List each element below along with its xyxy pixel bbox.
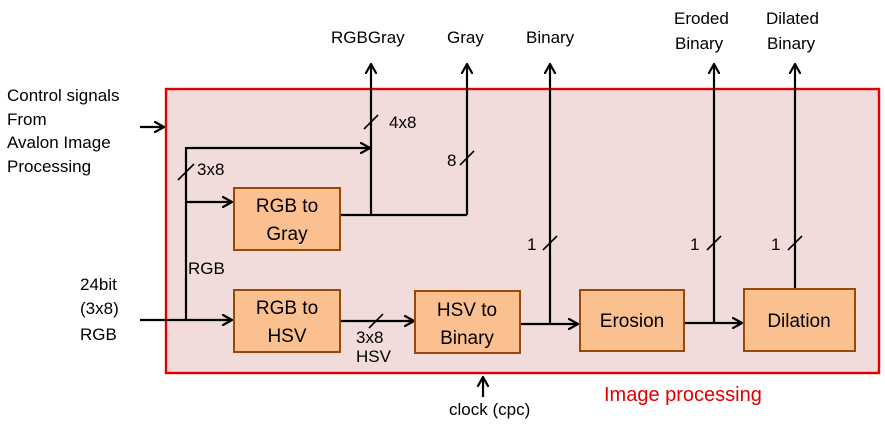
tick-8 xyxy=(459,150,475,166)
hsv-to-binary-block: HSV to Binary xyxy=(414,290,521,354)
rgb-to-hsv-label-1: RGB to xyxy=(256,298,318,319)
eroded-output-label-2: Binary xyxy=(675,34,724,53)
erosion-block: Erosion xyxy=(579,289,685,352)
rgb-input-label: 24bit (3x8) RGB xyxy=(80,275,119,344)
hsv-to-binary-label-1: HSV to xyxy=(437,300,497,321)
binary-output-label: Binary xyxy=(526,28,575,47)
rgb-input-label-2: (3x8) xyxy=(80,299,119,318)
bus-label-3x8-hsv-1: 3x8 xyxy=(356,328,383,347)
rgb-to-hsv-label-2: HSV xyxy=(267,326,306,347)
bus-label-binary-1: 1 xyxy=(527,235,536,254)
bus-label-4x8: 4x8 xyxy=(389,113,416,132)
bus-label-dilated-1: 1 xyxy=(771,235,780,254)
bus-label-3x8-hsv-2: HSV xyxy=(356,347,392,366)
rgb-to-gray-block: RGB to Gray xyxy=(233,187,341,251)
tick-3x8 xyxy=(177,163,195,181)
tick-4x8 xyxy=(363,114,379,130)
bus-label-8: 8 xyxy=(447,151,456,170)
rgbgray-output-label: RGBGray xyxy=(331,28,405,47)
control-label-4: Processing xyxy=(7,157,91,176)
bus-label-rgb: RGB xyxy=(188,259,225,278)
rgb-to-gray-label-1: RGB to xyxy=(256,196,318,217)
clock-label: clock (cpc) xyxy=(449,400,530,419)
rgb-input-label-1: 24bit xyxy=(80,275,117,294)
rgb-to-hsv-block: RGB to HSV xyxy=(233,289,341,353)
tick-dilated xyxy=(787,235,803,251)
dilated-output-label-2: Binary xyxy=(767,34,816,53)
bus-label-3x8: 3x8 xyxy=(197,160,224,179)
tick-hsv xyxy=(368,313,384,329)
tick-binary xyxy=(542,235,558,251)
rgb-to-gray-label-2: Gray xyxy=(266,224,308,245)
control-label-2: From xyxy=(7,110,47,129)
dilation-block: Dilation xyxy=(743,288,856,352)
dilated-output-label-1: Dilated xyxy=(766,9,819,28)
tick-eroded xyxy=(706,235,722,251)
hsv-to-binary-label-2: Binary xyxy=(440,328,494,349)
gray-output-label: Gray xyxy=(447,28,484,47)
control-label-1: Control signals xyxy=(7,86,119,105)
control-label-3: Avalon Image xyxy=(7,133,111,152)
region-title: Image processing xyxy=(604,384,762,406)
bus-label-eroded-1: 1 xyxy=(690,235,699,254)
control-signals-label: Control signals From Avalon Image Proces… xyxy=(7,86,119,176)
rgb-input-label-3: RGB xyxy=(80,325,117,344)
erosion-label: Erosion xyxy=(600,311,664,332)
eroded-output-label-1: Eroded xyxy=(674,9,729,28)
dilation-label: Dilation xyxy=(767,311,830,332)
